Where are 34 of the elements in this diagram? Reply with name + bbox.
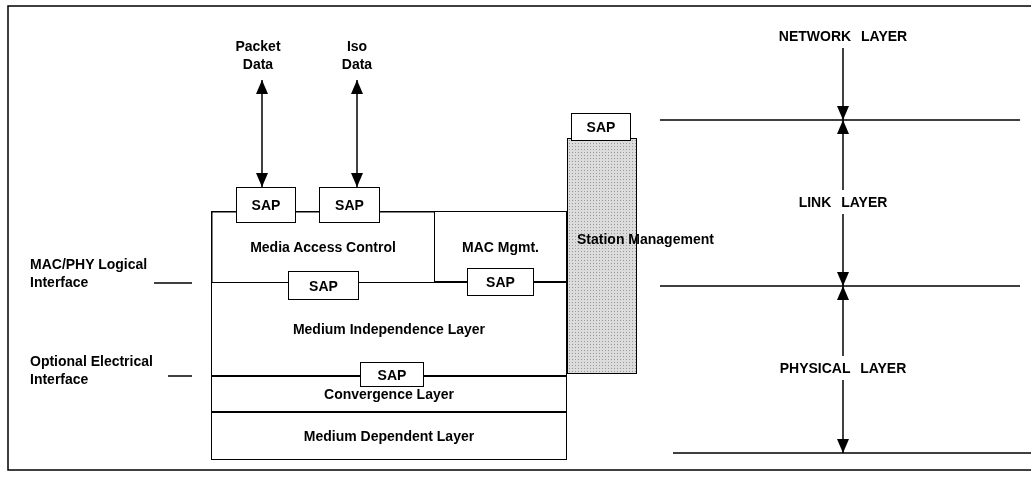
layer-label: NETWORK LAYER	[750, 24, 936, 48]
layer-label: PHYSICAL LAYER	[743, 356, 943, 380]
double-arrow	[351, 79, 363, 188]
arrow	[837, 119, 849, 191]
data-flow-label: Iso Data	[335, 30, 379, 80]
sap-box	[467, 268, 534, 296]
leader-line	[167, 375, 193, 377]
sap-label: SAP	[377, 366, 407, 383]
leader-line	[153, 282, 193, 284]
layer-name: Medium Dependent Layer	[303, 428, 475, 444]
sap-box	[319, 187, 380, 223]
double-arrow	[256, 79, 268, 188]
sap-label: SAP	[335, 197, 364, 213]
sap-label: SAP	[251, 197, 281, 213]
interface-label: Optional Electrical Interface	[30, 350, 166, 390]
arrow	[837, 285, 849, 357]
layer-name: Convergence Layer	[324, 386, 454, 402]
layer-name: Media Access Control	[250, 239, 396, 255]
layer-name: MAC Mgmt.	[462, 238, 539, 255]
sap-label: SAP	[586, 119, 616, 135]
sap-label: SAP	[309, 277, 338, 294]
interface-label: MAC/PHY Logical Interface	[30, 253, 152, 293]
arrow	[837, 379, 849, 454]
layer-box	[211, 412, 567, 460]
sap-box	[288, 271, 359, 300]
arrow	[837, 47, 849, 121]
sap-box	[360, 362, 424, 387]
sap-label: SAP	[486, 274, 515, 290]
layer-name: Medium Independence Layer	[292, 321, 486, 337]
data-flow-label: Packet Data	[222, 30, 294, 80]
sap-box	[571, 113, 631, 141]
layer-label: LINK LAYER	[770, 190, 916, 214]
sap-box	[236, 187, 296, 223]
arrow	[837, 213, 849, 287]
